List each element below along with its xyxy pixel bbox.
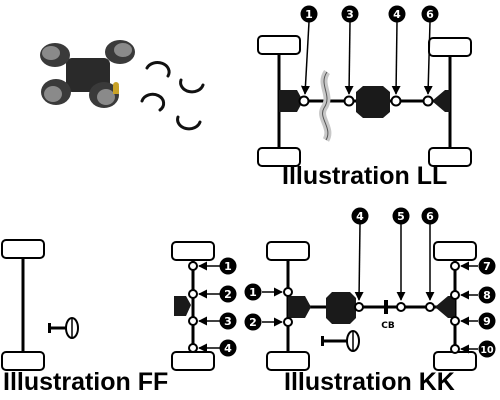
callout-kk-2: 2: [244, 313, 262, 331]
callout-ll-6: 6: [421, 5, 439, 23]
svg-text:8: 8: [483, 289, 491, 302]
snap-ring-icon: [140, 61, 205, 131]
callout-kk-4: 4: [351, 207, 369, 225]
callout-ff-4: 4: [219, 339, 237, 357]
tire: [428, 37, 472, 57]
svg-text:4: 4: [356, 210, 364, 223]
svg-text:3: 3: [224, 315, 232, 328]
svg-text:6: 6: [426, 8, 434, 21]
steering-wheel-icon: [48, 317, 79, 339]
tire: [266, 241, 310, 261]
tire: [1, 239, 45, 259]
illustration-ll: 1 3 4 6: [257, 5, 472, 167]
illustration-ff-caption: Illustration FF: [3, 368, 169, 396]
callout-ff-1: 1: [219, 257, 237, 275]
tire: [171, 351, 215, 371]
callout-ll-3: 3: [341, 5, 359, 23]
callout-ll-1: 1: [300, 5, 318, 23]
illustration-kk: CB 4: [244, 207, 496, 371]
svg-text:6: 6: [426, 210, 434, 223]
svg-text:7: 7: [483, 260, 491, 273]
tire: [433, 241, 477, 261]
svg-text:4: 4: [393, 8, 401, 21]
universal-joint-photo: [40, 40, 135, 108]
callout-kk-5: 5: [392, 207, 410, 225]
callout-ll-4: 4: [388, 5, 406, 23]
svg-text:5: 5: [397, 210, 405, 223]
tire: [171, 241, 215, 261]
callout-kk-6: 6: [421, 207, 439, 225]
illustration-ff: 1 2 3 4: [171, 241, 237, 371]
callout-kk-10: 10: [478, 340, 496, 358]
callout-kk-8: 8: [478, 286, 496, 304]
svg-text:1: 1: [224, 260, 232, 273]
svg-text:2: 2: [249, 316, 257, 329]
illustration-ff-left-chassis: [1, 239, 79, 371]
callout-kk-9: 9: [478, 312, 496, 330]
steering-wheel-icon: [321, 330, 360, 352]
center-bearing-label: CB: [381, 321, 395, 331]
callout-ff-2: 2: [219, 285, 237, 303]
illustration-ll-caption: Illustration LL: [282, 162, 448, 190]
svg-text:9: 9: [483, 315, 491, 328]
tire: [257, 35, 301, 55]
svg-text:1: 1: [305, 8, 313, 21]
svg-text:2: 2: [224, 288, 232, 301]
illustration-kk-caption: Illustration KK: [284, 368, 455, 396]
svg-text:3: 3: [346, 8, 354, 21]
svg-text:1: 1: [249, 286, 257, 299]
callout-ff-3: 3: [219, 312, 237, 330]
callout-kk-1: 1: [244, 283, 262, 301]
callout-kk-7: 7: [478, 257, 496, 275]
svg-text:4: 4: [224, 342, 232, 355]
svg-text:10: 10: [480, 345, 494, 356]
